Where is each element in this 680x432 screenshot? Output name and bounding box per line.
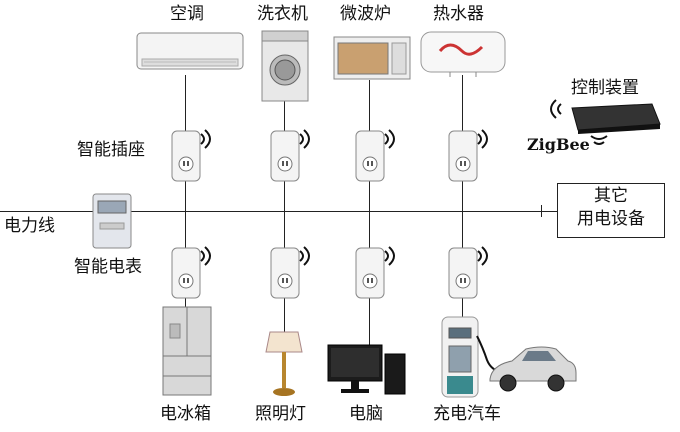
power-line-tick <box>541 205 542 217</box>
wireless-signal-icon <box>477 129 488 149</box>
smart-socket-icon <box>171 247 201 299</box>
wireless-signal-icon <box>384 246 395 266</box>
water-heater-connection-line <box>462 75 463 320</box>
wireless-signal-icon <box>384 129 395 149</box>
smart-meter-label: 智能电表 <box>74 257 142 277</box>
refrigerator-icon <box>162 306 212 396</box>
wireless-signal-icon <box>200 129 211 149</box>
wireless-signal-icon <box>299 246 310 266</box>
other-devices-box: 其它 用电设备 <box>557 183 665 238</box>
controller-device-icon <box>571 103 661 134</box>
smart-socket-icon <box>270 130 300 182</box>
power-line-label: 电力线 <box>4 216 55 236</box>
zigbee-label: ZigBee <box>527 135 590 154</box>
ev-label: 充电汽车 <box>433 404 501 424</box>
computer-icon <box>327 344 406 395</box>
charging-station-icon <box>441 316 479 398</box>
air-conditioner-icon <box>136 32 244 70</box>
smart-socket-icon <box>448 247 478 299</box>
wireless-signal-icon <box>200 246 211 266</box>
electric-car-icon <box>489 346 577 392</box>
wireless-signal-icon <box>477 246 488 266</box>
washing-machine-icon <box>261 30 309 102</box>
power-line <box>0 211 560 212</box>
microwave-connection-line <box>369 80 370 345</box>
microwave-icon <box>333 36 411 80</box>
pc-label: 电脑 <box>349 404 383 424</box>
zigbee-wireless-icon <box>590 135 608 145</box>
smart-socket-icon <box>171 130 201 182</box>
fridge-label: 电冰箱 <box>160 404 211 424</box>
smart-socket-icon <box>355 247 385 299</box>
smart-socket-icon <box>270 247 300 299</box>
other-devices-line2: 用电设备 <box>577 209 645 229</box>
smart-socket-label: 智能插座 <box>77 140 145 160</box>
washer-label: 洗衣机 <box>257 4 308 24</box>
smart-meter-icon <box>92 193 132 249</box>
controller-wireless-icon <box>550 99 562 119</box>
water-heater-label: 热水器 <box>433 4 484 24</box>
lamp-label: 照明灯 <box>255 404 306 424</box>
lamp-icon <box>265 331 303 396</box>
ac-connection-line <box>185 75 186 315</box>
other-devices-line1: 其它 <box>594 186 628 206</box>
microwave-label: 微波炉 <box>340 4 391 24</box>
wireless-signal-icon <box>299 129 310 149</box>
washer-connection-line <box>284 100 285 333</box>
smart-socket-icon <box>448 130 478 182</box>
ac-label: 空调 <box>170 4 204 24</box>
controller-label: 控制装置 <box>571 78 639 98</box>
smart-socket-icon <box>355 130 385 182</box>
water-heater-icon <box>420 31 506 77</box>
